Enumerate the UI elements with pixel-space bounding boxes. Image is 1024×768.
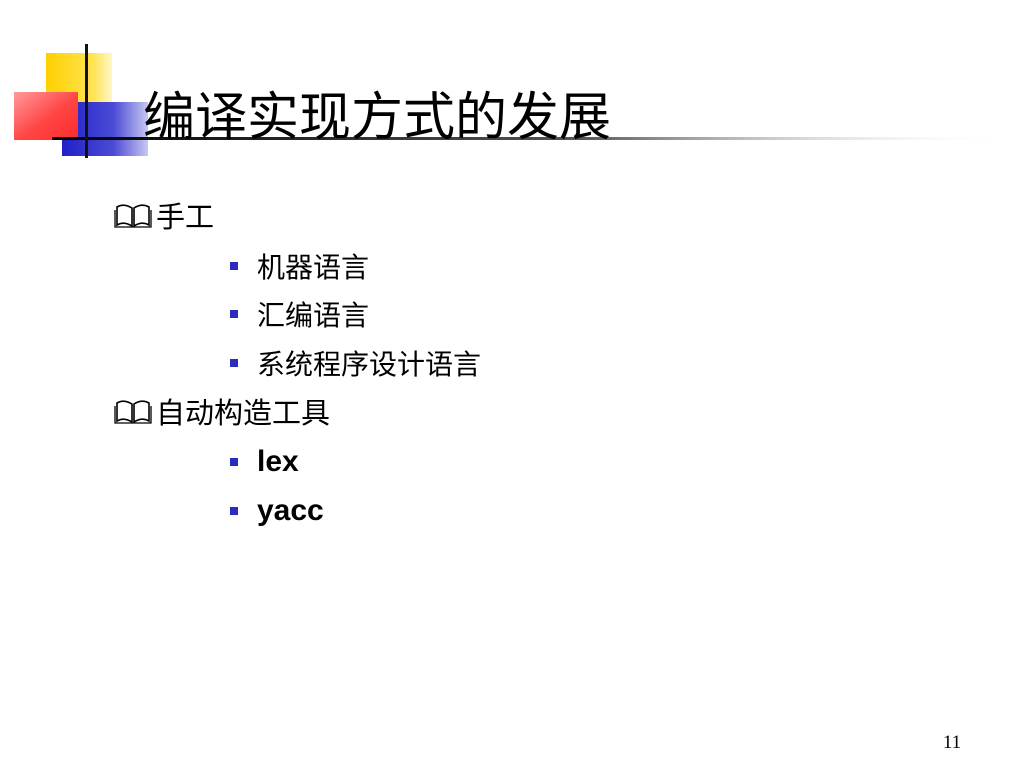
subitem-label: 汇编语言 xyxy=(257,299,370,332)
subitem-lex: lex xyxy=(230,442,299,482)
book-icon xyxy=(114,400,152,424)
book-icon xyxy=(114,204,152,228)
vertical-line xyxy=(85,44,88,158)
bullet-auto-tools: 自动构造工具 xyxy=(114,391,330,431)
red-square xyxy=(14,92,78,140)
bullet-label: 手工 xyxy=(156,200,215,234)
slide-title: 编译实现方式的发展 xyxy=(143,88,612,148)
square-bullet-icon xyxy=(230,262,238,270)
page-number: 11 xyxy=(942,732,962,753)
subitem-yacc: yacc xyxy=(230,491,324,531)
subitem-machine-language: 机器语言 xyxy=(230,246,369,286)
square-bullet-icon xyxy=(230,310,238,318)
square-bullet-icon xyxy=(230,359,238,367)
subitem-label: 机器语言 xyxy=(257,251,370,284)
title-decoration xyxy=(14,44,1012,158)
subitem-assembly-language: 汇编语言 xyxy=(230,294,369,334)
subitem-label: yacc xyxy=(257,494,324,527)
title-underline xyxy=(52,137,1012,140)
bullet-label: 自动构造工具 xyxy=(156,396,331,430)
square-bullet-icon xyxy=(230,507,238,515)
subitem-label: lex xyxy=(257,445,299,478)
subitem-label: 系统程序设计语言 xyxy=(257,348,482,381)
subitem-system-programming-language: 系统程序设计语言 xyxy=(230,343,481,383)
square-bullet-icon xyxy=(230,458,238,466)
bullet-manual: 手工 xyxy=(114,195,214,235)
